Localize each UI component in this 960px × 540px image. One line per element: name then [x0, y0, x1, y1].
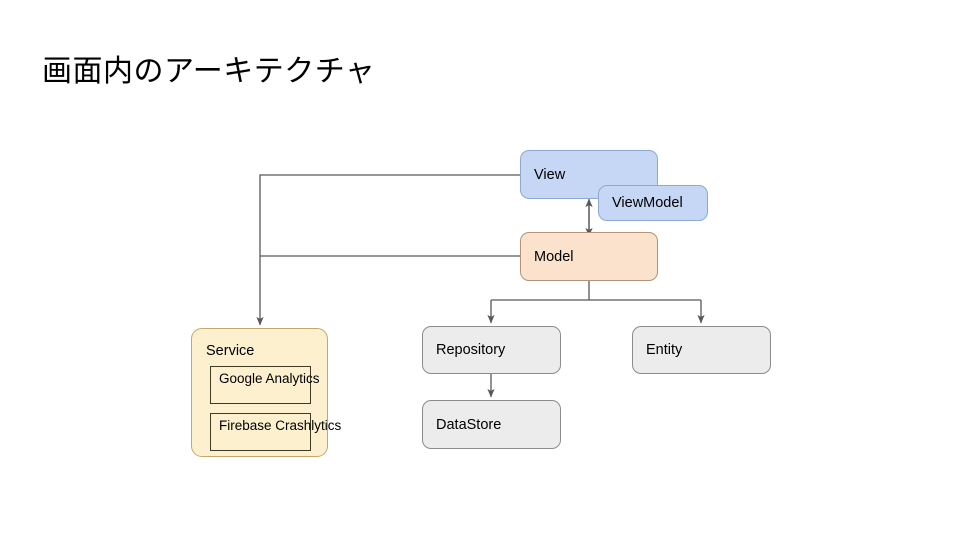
node-firebase-crashlytics[interactable]: Firebase Crashlytics	[210, 413, 341, 451]
group-service[interactable]: Service Google Analytics Firebase Crashl…	[191, 328, 341, 457]
node-google-analytics-label: Google Analytics	[219, 371, 320, 386]
node-entity[interactable]: Entity	[632, 326, 771, 374]
edge-view-service	[256, 174, 520, 326]
node-model-label: Model	[534, 248, 574, 265]
node-repository-label: Repository	[436, 342, 506, 358]
node-google-analytics[interactable]: Google Analytics	[210, 366, 320, 404]
group-service-label: Service	[206, 343, 255, 359]
node-datastore-label: DataStore	[436, 416, 502, 433]
edge-model-repository-entity	[487, 281, 705, 324]
node-firebase-crashlytics-label: Firebase Crashlytics	[219, 418, 342, 433]
page-title: 画面内のアーキテクチャ	[42, 55, 376, 88]
node-entity-label: Entity	[646, 342, 683, 358]
node-model[interactable]: Model	[520, 232, 658, 281]
node-viewmodel[interactable]: ViewModel	[598, 185, 708, 221]
node-repository[interactable]: Repository	[422, 326, 561, 374]
node-viewmodel-label: ViewModel	[612, 195, 683, 211]
node-datastore[interactable]: DataStore	[422, 400, 561, 449]
node-view-label: View	[534, 166, 566, 183]
